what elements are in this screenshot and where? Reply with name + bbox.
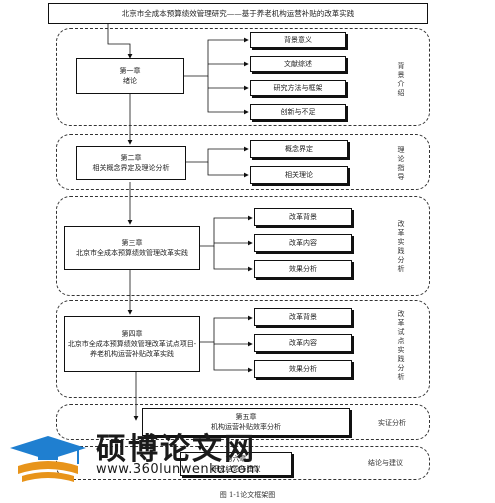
section-3-label: 改革实践分析 [397,220,405,273]
section-2-label: 理论指导 [397,146,405,181]
figure-caption: 图 1-1论文框架图 [219,491,276,499]
item-label: 效果分析 [289,265,317,273]
item-box: 效果分析 [254,260,352,278]
chapter-3-box: 第三章 北京市全成本预算绩效管理改革实践 [64,226,200,270]
chapter-1-label: 第一章 绪论 [119,67,141,85]
chapter-2-box: 第二章 相关概念界定及理论分析 [76,146,186,180]
title-box: 北京市全成本预算绩效管理研究——基于养老机构运营补贴的改革实践 [48,3,428,24]
watermark-url: www.360lunwenku.com [96,462,260,477]
section-6-label: 结论与建议 [368,459,403,467]
chapter-3-label: 第三章 北京市全成本预算绩效管理改革实践 [76,239,188,257]
item-label: 概念界定 [285,145,313,153]
item-box: 改革内容 [254,234,352,252]
chapter-4-label: 第四章 北京市全成本预算绩效管理改革试点项目-养老机构运营补贴改革实践 [67,330,197,358]
section-background [56,196,430,296]
item-label: 改革内容 [289,239,317,247]
item-box: 改革背景 [254,208,352,226]
item-box: 创新与不足 [250,104,346,120]
item-label: 改革背景 [289,313,317,321]
section-1-label: 背景介绍 [397,62,405,97]
section-background [56,134,430,190]
chapter-6-label: 第六章 研究结论与建议 [211,455,261,473]
item-box: 改革背景 [254,308,352,326]
section-4-label: 改革试点实践分析 [397,310,405,381]
item-box: 相关理论 [250,166,348,184]
watermark-text: 硕博论文网 [96,432,256,467]
item-label: 创新与不足 [280,108,316,116]
item-label: 相关理论 [285,171,313,179]
section-background [56,404,430,440]
chapter-5-label: 第五章 机构运营补贴效率分析 [211,413,281,431]
item-label: 改革背景 [289,213,317,221]
item-box: 研究方法与框架 [250,80,346,96]
item-label: 改革内容 [289,339,317,347]
chapter-1-box: 第一章 绪论 [76,58,184,94]
item-box: 背景意义 [250,32,346,48]
section-5-label: 实证分析 [378,419,406,427]
item-box: 效果分析 [254,360,352,378]
item-label: 效果分析 [289,365,317,373]
chapter-2-label: 第二章 相关概念界定及理论分析 [92,154,170,172]
graduation-cap-logo-icon [10,436,86,482]
item-box: 文献综述 [250,56,346,72]
chapter-6-box: 第六章 研究结论与建议 [180,452,292,476]
item-label: 文献综述 [284,60,312,68]
chapter-5-box: 第五章 机构运营补贴效率分析 [142,408,350,436]
diagram-title: 北京市全成本预算绩效管理研究——基于养老机构运营补贴的改革实践 [121,8,355,18]
item-box: 概念界定 [250,140,348,158]
chapter-4-box: 第四章 北京市全成本预算绩效管理改革试点项目-养老机构运营补贴改革实践 [64,316,200,372]
section-background [56,300,430,398]
section-background [56,28,430,126]
item-box: 改革内容 [254,334,352,352]
item-label: 背景意义 [284,36,312,44]
item-label: 研究方法与框架 [273,84,323,92]
